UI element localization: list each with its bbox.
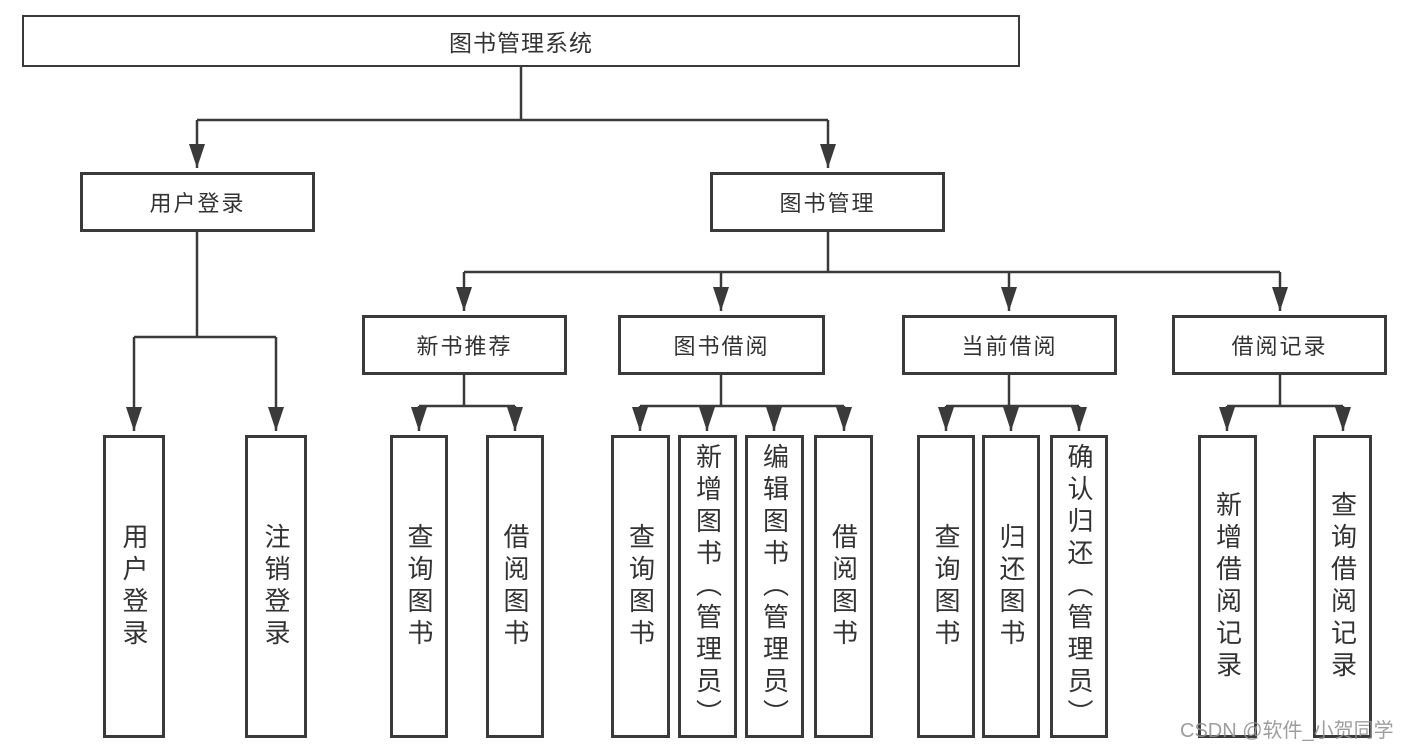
leaf-add-book-admin: 新增图书（管理员） — [678, 435, 737, 738]
leaf-query-book-recommend: 查询图书 — [390, 435, 448, 738]
csdn-watermark: CSDN @软件_小贺同学 — [1180, 720, 1394, 742]
leaf-edit-book-admin: 编辑图书（管理员） — [745, 435, 804, 738]
node-label: 借阅记录 — [1231, 334, 1328, 359]
node-label: 当前借阅 — [961, 334, 1058, 359]
node-root-system: 图书管理系统 — [22, 15, 1020, 67]
node-label: 图书管理 — [779, 191, 876, 216]
node-label: 用户登录 — [149, 191, 246, 216]
node-user-login-branch: 用户登录 — [80, 172, 315, 232]
node-label: 归还图书 — [996, 522, 1026, 651]
node-label: 确认归还（管理员） — [1064, 442, 1094, 731]
node-label: 编辑图书（管理员） — [759, 442, 790, 731]
leaf-borrow-book: 借阅图书 — [814, 435, 873, 738]
leaf-borrow-book-recommend: 借阅图书 — [486, 435, 544, 738]
node-label: 查询图书 — [404, 522, 434, 651]
node-borrow-record: 借阅记录 — [1172, 315, 1387, 375]
node-label: 新书推荐 — [416, 334, 513, 359]
leaf-add-borrow-record: 新增借阅记录 — [1198, 435, 1257, 738]
node-label: 新增借阅记录 — [1212, 490, 1243, 683]
node-label: 查询图书 — [931, 522, 961, 651]
node-label: 图书借阅 — [673, 334, 770, 359]
node-label: 新增图书（管理员） — [692, 442, 723, 731]
leaf-return-book: 归还图书 — [982, 435, 1040, 738]
node-label: 借阅图书 — [828, 522, 859, 651]
node-label: 注销登录 — [261, 522, 291, 651]
node-book-management-branch: 图书管理 — [710, 172, 945, 232]
leaf-logout: 注销登录 — [245, 435, 307, 738]
node-label: 查询借阅记录 — [1327, 490, 1358, 683]
leaf-query-book-borrow: 查询图书 — [611, 435, 670, 738]
node-book-borrow: 图书借阅 — [618, 315, 825, 375]
node-label: 查询图书 — [625, 522, 656, 651]
node-label: 图书管理系统 — [449, 30, 593, 56]
node-label: 借阅图书 — [500, 522, 530, 651]
node-current-borrow: 当前借阅 — [902, 315, 1117, 375]
leaf-query-borrow-record: 查询借阅记录 — [1313, 435, 1372, 738]
leaf-query-book-current: 查询图书 — [917, 435, 975, 738]
leaf-confirm-return-admin: 确认归还（管理员） — [1050, 435, 1108, 738]
node-new-book-recommend: 新书推荐 — [362, 315, 567, 375]
leaf-user-login: 用户登录 — [103, 435, 165, 738]
node-label: 用户登录 — [119, 522, 149, 651]
